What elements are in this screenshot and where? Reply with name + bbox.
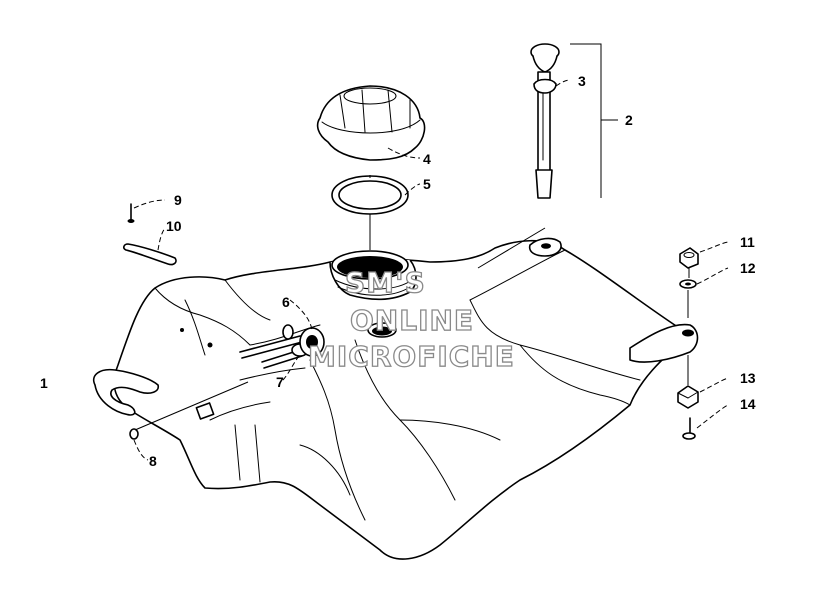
screw-9 bbox=[127, 203, 135, 223]
watermark-line-1: SM'S bbox=[345, 266, 426, 299]
callout-10: 10 bbox=[166, 218, 182, 234]
callout-3: 3 bbox=[578, 73, 586, 89]
clip-8 bbox=[129, 428, 139, 440]
leader-lines bbox=[133, 43, 729, 461]
bolt-14 bbox=[682, 417, 696, 440]
callout-4: 4 bbox=[423, 151, 431, 167]
watermark-line-2: ONLINE bbox=[350, 304, 474, 337]
callout-9: 9 bbox=[174, 192, 182, 208]
callout-13: 13 bbox=[740, 370, 756, 386]
callout-1: 1 bbox=[40, 375, 48, 391]
callout-14: 14 bbox=[740, 396, 756, 412]
fuel-cap bbox=[316, 85, 426, 161]
gasket-ring bbox=[331, 175, 409, 215]
vent-hose bbox=[123, 243, 177, 266]
fuel-tank bbox=[93, 237, 699, 560]
nut-13 bbox=[677, 385, 699, 409]
fuel-gauge bbox=[530, 43, 560, 199]
callout-6: 6 bbox=[282, 294, 290, 310]
callout-7: 7 bbox=[276, 374, 284, 390]
callout-2: 2 bbox=[625, 112, 633, 128]
callout-labels: 1 2 3 4 5 6 7 8 9 10 11 12 13 14 bbox=[40, 73, 756, 469]
washer-12 bbox=[679, 279, 697, 289]
nut-11 bbox=[679, 247, 699, 269]
watermark: SM'S ONLINE MICROFICHE bbox=[307, 265, 515, 373]
callout-8: 8 bbox=[149, 453, 157, 469]
callout-5: 5 bbox=[423, 176, 431, 192]
callout-11: 11 bbox=[740, 234, 755, 250]
watermark-line-3: MICROFICHE bbox=[308, 340, 515, 373]
callout-12: 12 bbox=[740, 260, 756, 276]
